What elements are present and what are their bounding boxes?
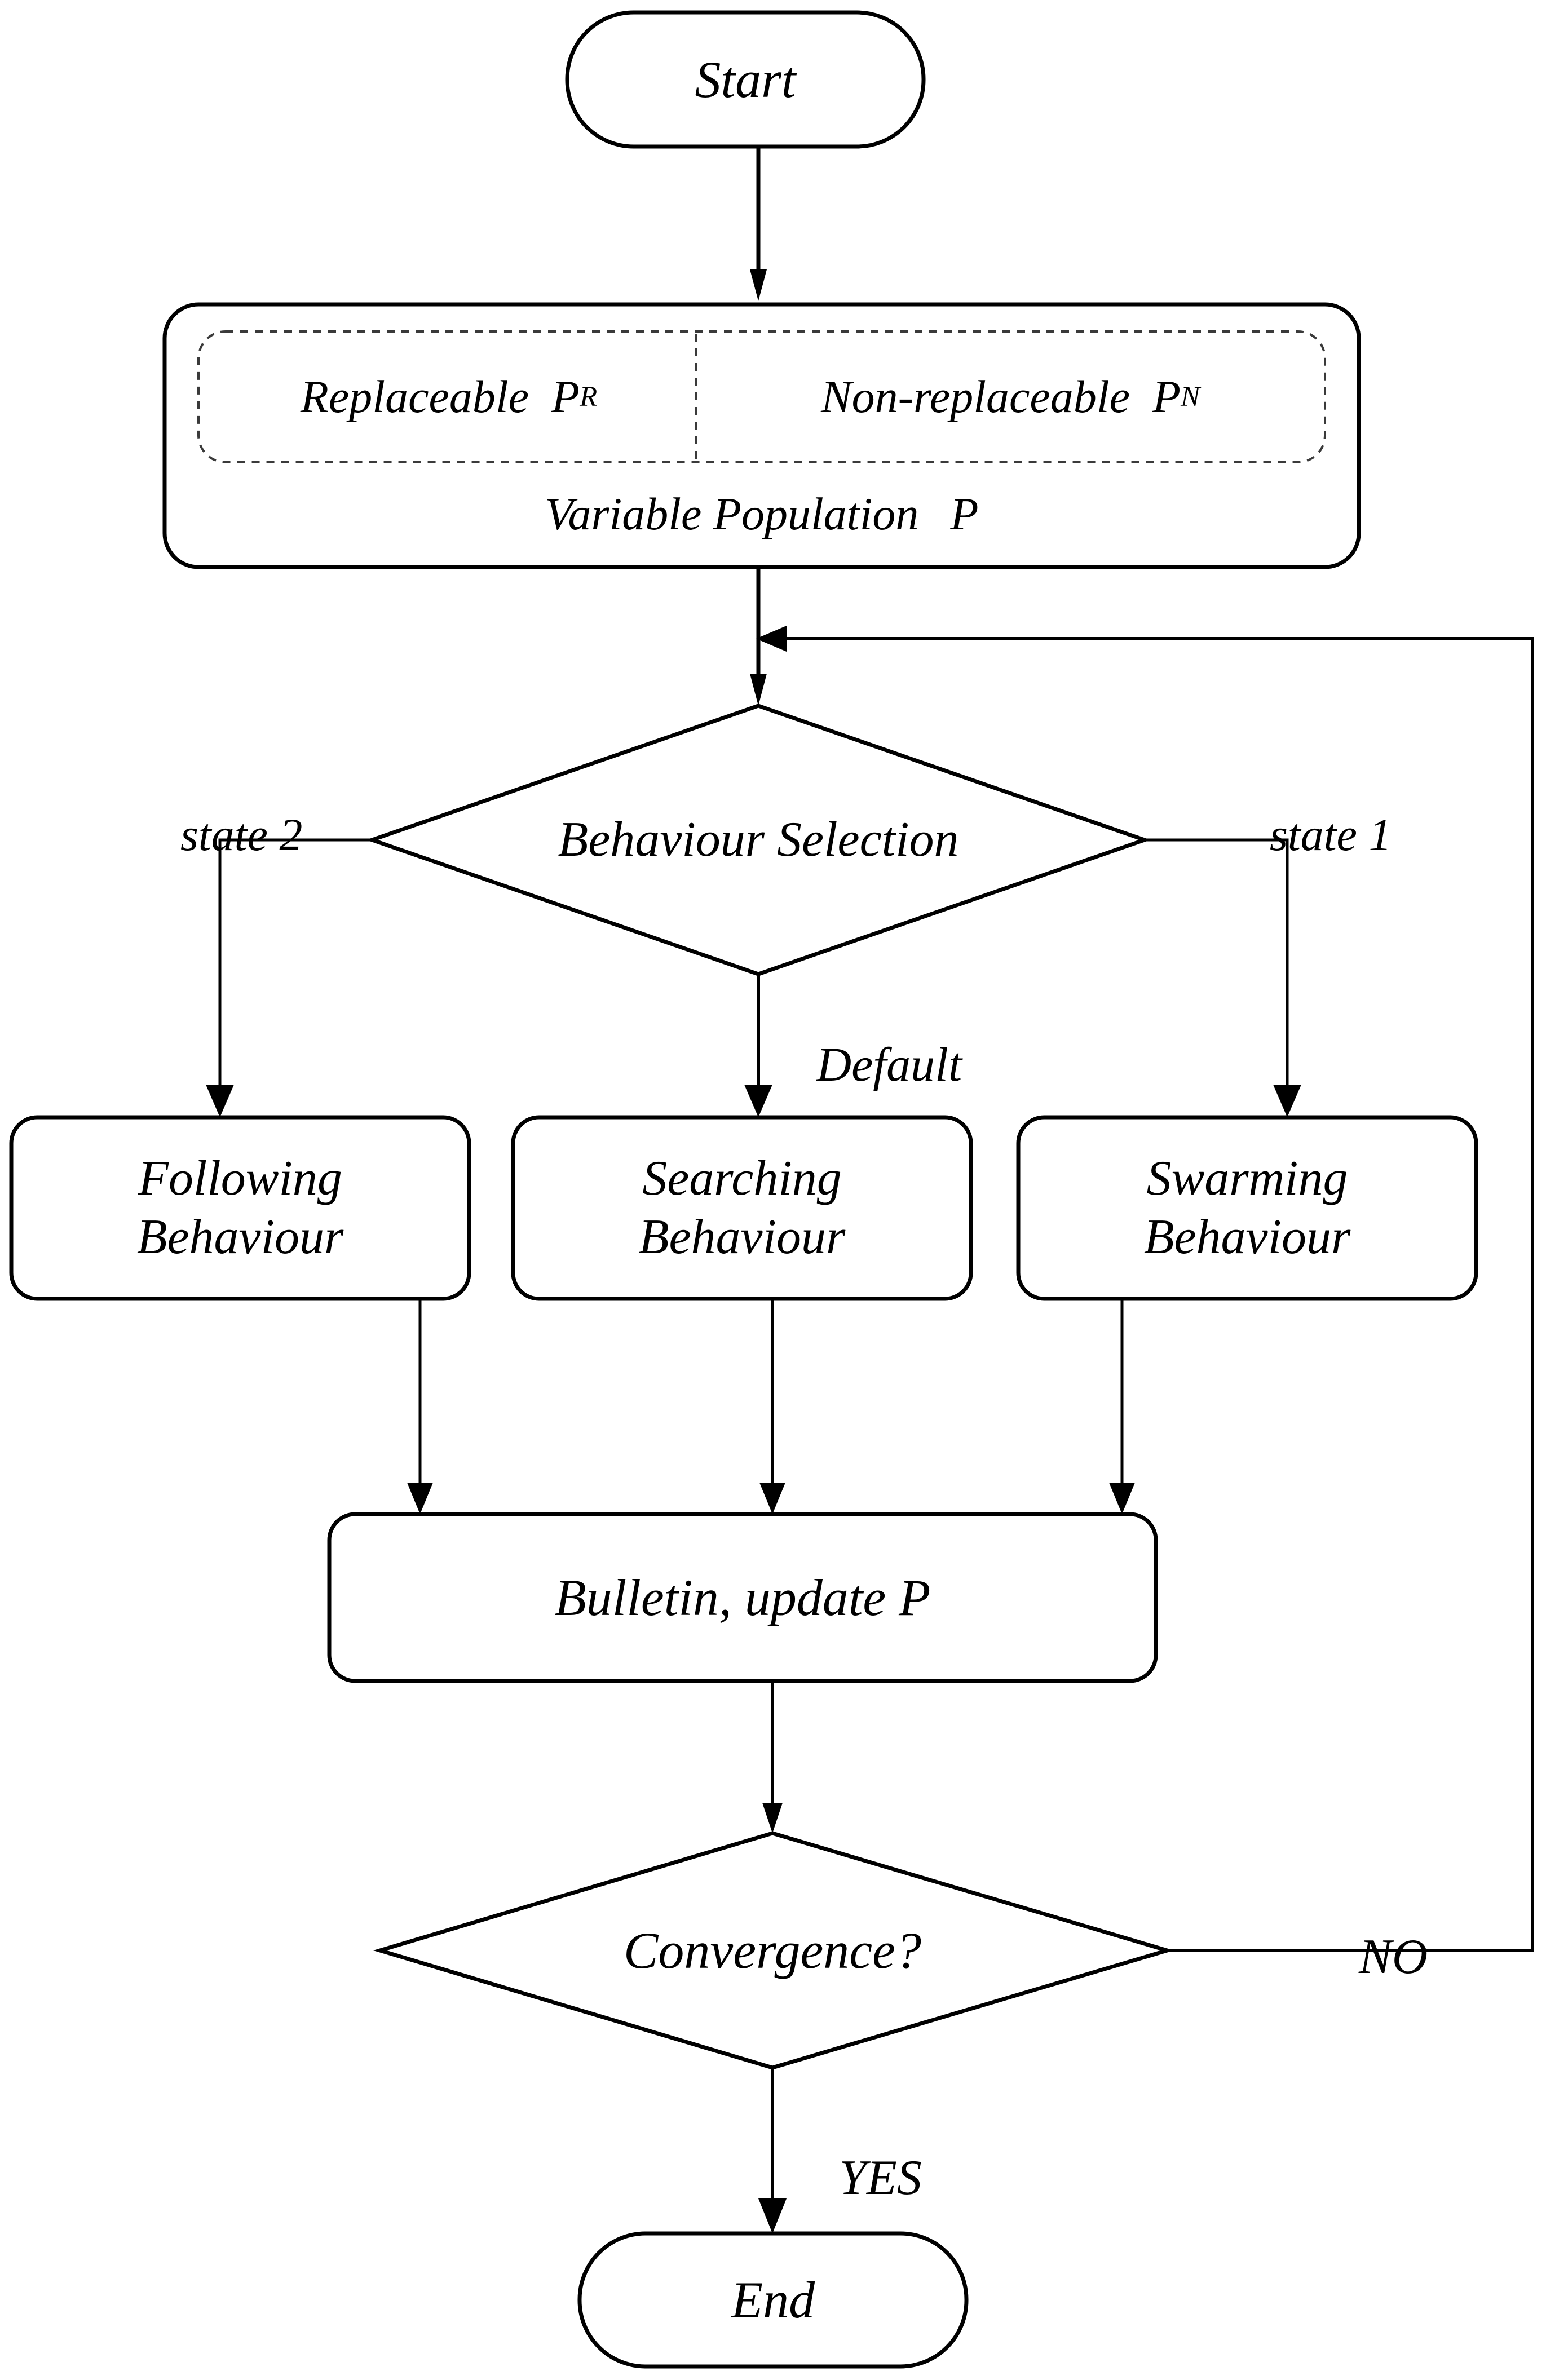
edge-state1-to-swarming	[1145, 838, 1289, 1085]
arrowhead-swarming-to-bulletin	[1109, 1483, 1135, 1514]
arrowhead-bulletin-to-convergence	[762, 1803, 783, 1833]
arrowhead-state1-to-swarming	[1273, 1085, 1301, 1117]
arrowhead-no-feedback-loop	[756, 626, 787, 652]
bulletin-node-shape	[327, 1512, 1158, 1683]
arrowhead-following-to-bulletin	[407, 1483, 433, 1514]
following-node-shape	[9, 1115, 471, 1301]
population-inner-dashed-box	[197, 330, 1326, 463]
arrowhead-default-to-searching	[744, 1085, 772, 1117]
end-node-shape	[577, 2231, 969, 2369]
arrowhead-state2-to-following	[206, 1085, 234, 1117]
searching-node-shape	[511, 1115, 973, 1301]
edge-no-feedback-loop	[787, 637, 1534, 1952]
arrowhead-population-to-selection	[750, 674, 767, 706]
start-node-shape	[565, 10, 926, 149]
convergence-node-shape	[373, 1831, 1174, 2070]
edge-state2-to-following	[218, 838, 372, 1085]
behaviour-selection-node-shape	[366, 704, 1151, 976]
arrowhead-searching-to-bulletin	[759, 1483, 785, 1514]
arrowhead-yes-to-end	[758, 2198, 787, 2233]
swarming-node-shape	[1016, 1115, 1478, 1301]
arrowhead-start-to-population	[750, 269, 767, 301]
